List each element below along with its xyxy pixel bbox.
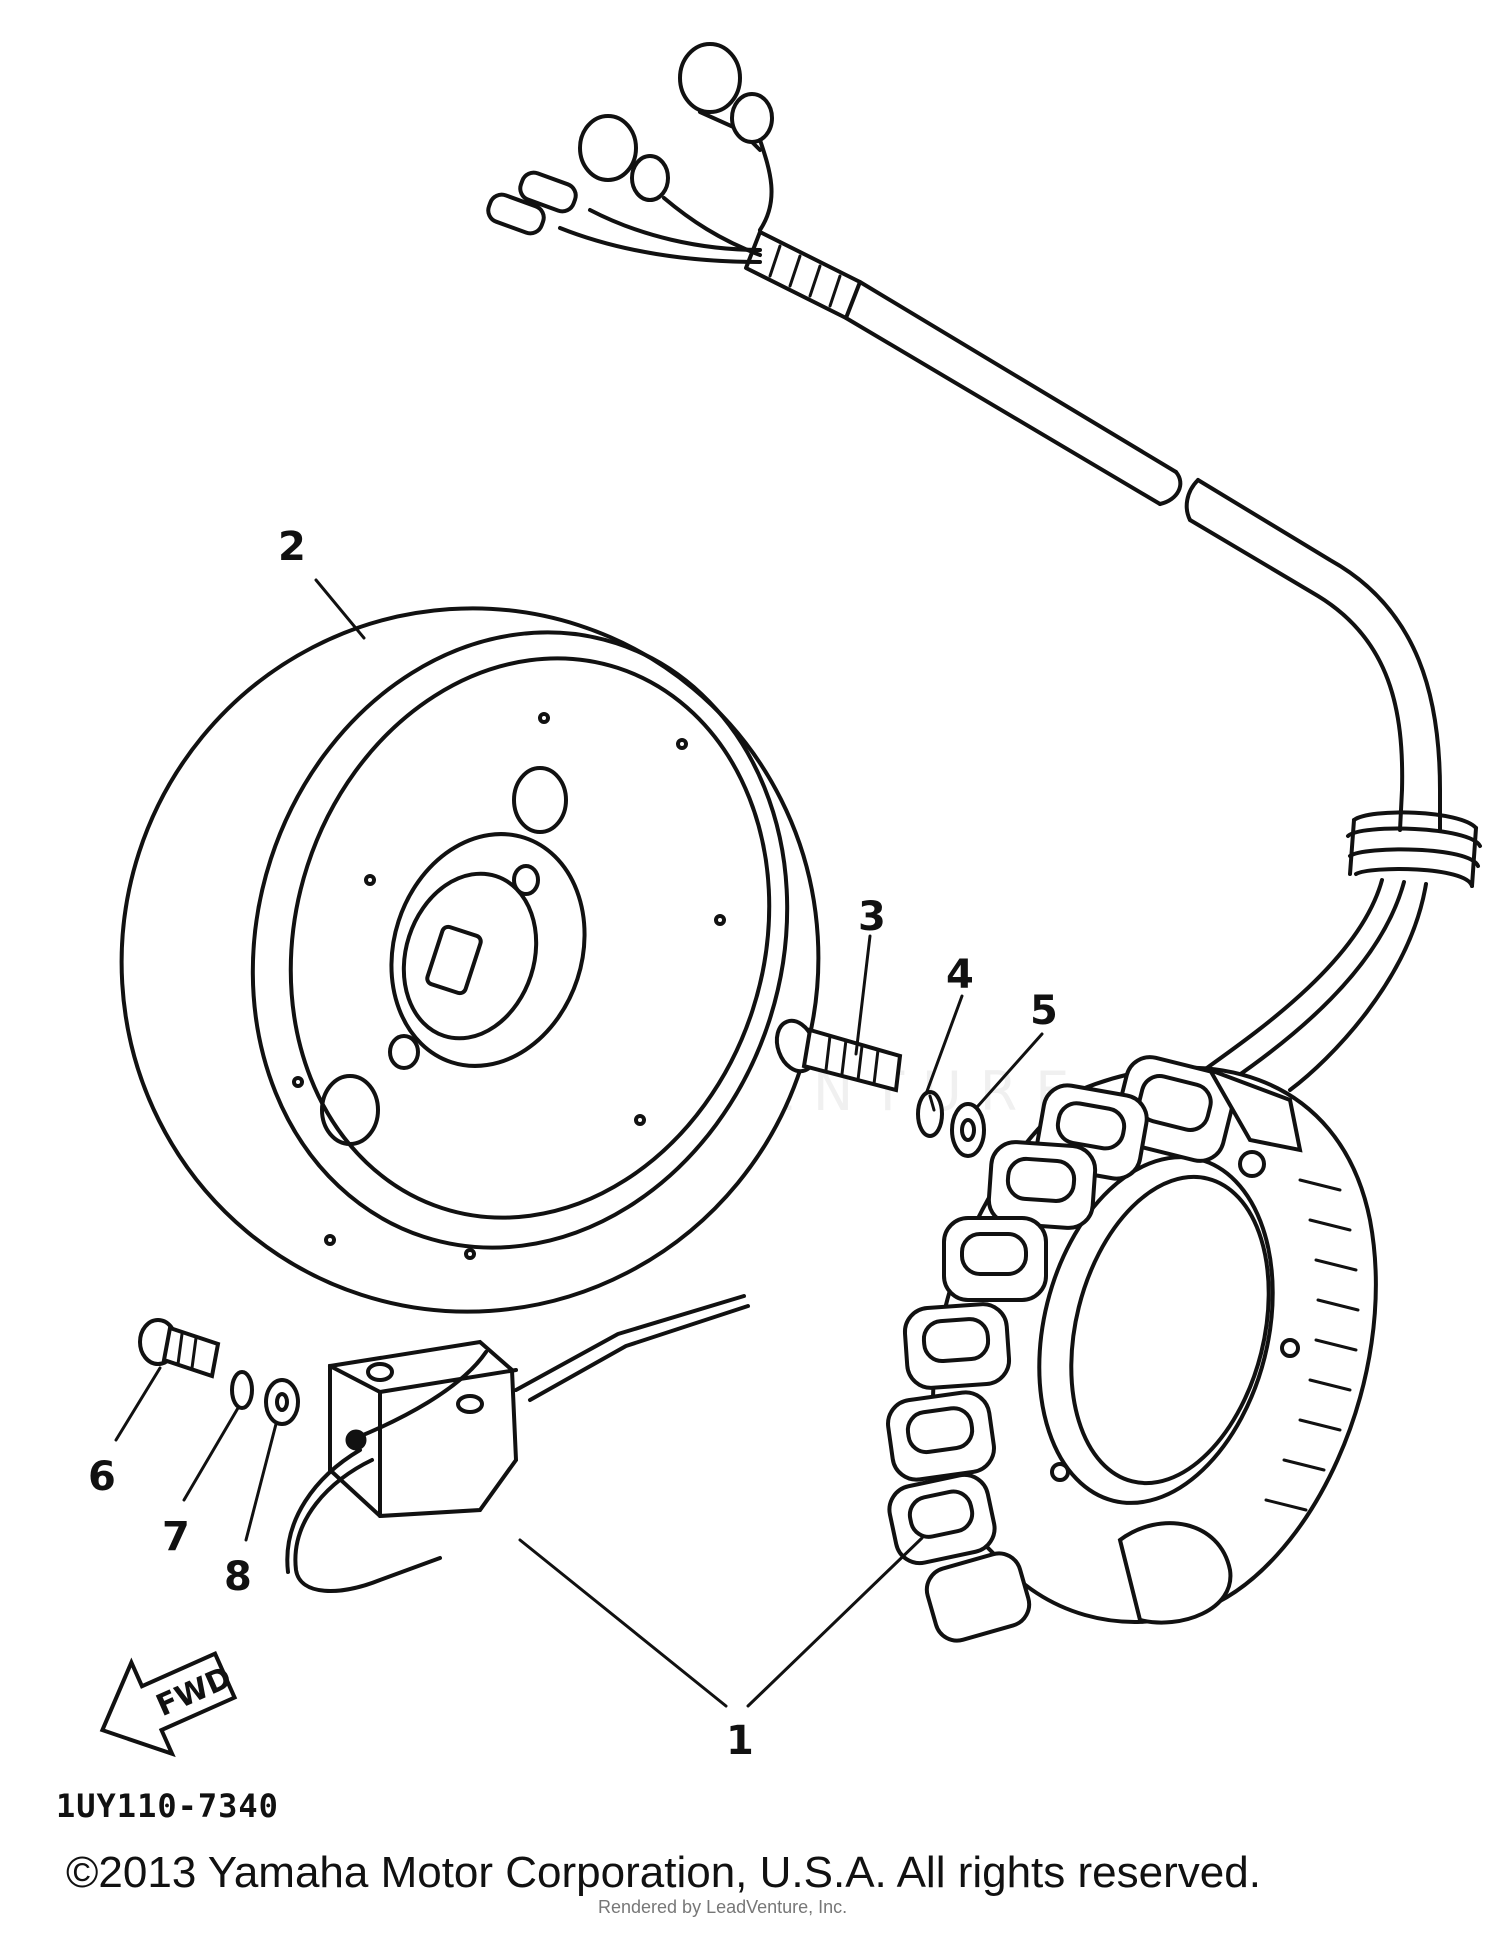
callouts: 2 3 4 5 6 7 8 1 — [88, 524, 1058, 1764]
wire-harness — [486, 42, 1482, 1092]
callout-7: 7 — [162, 1514, 190, 1560]
plain-washer-8 — [264, 1378, 300, 1426]
stator-assembly — [886, 1055, 1378, 1643]
callout-5: 5 — [1030, 988, 1058, 1034]
plain-washer-5 — [950, 1102, 986, 1158]
screw-6 — [138, 1318, 221, 1379]
grommet — [1346, 810, 1482, 888]
fwd-arrow-icon: FWD — [99, 1651, 238, 1758]
lock-washer-7 — [230, 1370, 254, 1410]
callout-1: 1 — [726, 1718, 754, 1764]
callout-3: 3 — [858, 894, 886, 940]
bolt-3 — [774, 1018, 903, 1093]
copyright-notice: ©2013 Yamaha Motor Corporation, U.S.A. A… — [66, 1848, 1261, 1897]
flywheel-rotor — [119, 606, 821, 1314]
pickup-coil — [285, 1294, 750, 1593]
diagram-code: 1UY110-7340 — [56, 1787, 279, 1825]
bullet-connectors — [486, 170, 762, 264]
callout-8: 8 — [224, 1554, 252, 1600]
leader-lines — [114, 578, 1044, 1708]
callout-4: 4 — [946, 952, 974, 998]
callout-2: 2 — [278, 524, 306, 570]
connector-middle — [578, 114, 762, 257]
rendered-by-note: Rendered by LeadVenture, Inc. — [598, 1897, 848, 1917]
callout-6: 6 — [88, 1454, 116, 1500]
lock-washer-4 — [916, 1090, 944, 1138]
connector-upper — [678, 42, 774, 232]
